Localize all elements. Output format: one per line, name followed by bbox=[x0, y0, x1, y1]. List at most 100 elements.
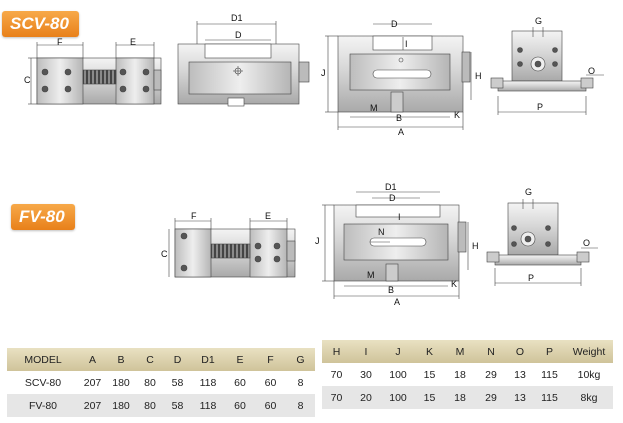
table-header-row: H I J K M N O P Weight bbox=[322, 340, 613, 363]
table-header-cell: MODEL bbox=[7, 348, 79, 371]
table-cell: 8kg bbox=[565, 386, 613, 409]
table-cell: 60 bbox=[255, 394, 286, 417]
table-header-cell: D1 bbox=[191, 348, 225, 371]
table-cell: 8 bbox=[286, 371, 315, 394]
table-cell: 15 bbox=[415, 363, 444, 386]
dim-label-o: O bbox=[583, 238, 591, 248]
table-cell: 60 bbox=[225, 371, 255, 394]
dim-label-f: F bbox=[57, 37, 63, 47]
dim-label-m: M bbox=[367, 270, 375, 280]
table-cell: 60 bbox=[255, 371, 286, 394]
table-row: FV-80 207 180 80 58 118 60 60 8 bbox=[7, 394, 315, 417]
dim-label-h: H bbox=[475, 71, 482, 81]
table-cell: 15 bbox=[415, 386, 444, 409]
table-header-cell: I bbox=[351, 340, 381, 363]
fv80-end-view bbox=[486, 199, 598, 286]
dim-label-p: P bbox=[528, 273, 535, 283]
dim-label-d: D bbox=[389, 193, 396, 203]
table-cell: 180 bbox=[106, 371, 136, 394]
table-cell: 18 bbox=[444, 363, 476, 386]
table-header-cell: F bbox=[255, 348, 286, 371]
table-header-cell: O bbox=[506, 340, 534, 363]
table-header-cell: C bbox=[136, 348, 164, 371]
dim-label-b: B bbox=[388, 285, 395, 295]
table-cell: FV-80 bbox=[7, 394, 79, 417]
table-cell: 118 bbox=[191, 394, 225, 417]
dim-label-g: G bbox=[525, 187, 533, 197]
table-cell: 70 bbox=[322, 363, 351, 386]
table-cell: 58 bbox=[164, 371, 191, 394]
model-badge-fv80: FV-80 bbox=[11, 204, 75, 230]
dim-label-m: M bbox=[370, 103, 378, 113]
table-cell: 58 bbox=[164, 394, 191, 417]
table-cell: 29 bbox=[476, 386, 506, 409]
dim-label-d1: D1 bbox=[385, 182, 397, 192]
dim-label-j: J bbox=[315, 236, 320, 246]
dim-label-a: A bbox=[394, 297, 401, 307]
table-row: 70 30 100 15 18 29 13 115 10kg bbox=[322, 363, 613, 386]
dim-label-g: G bbox=[535, 16, 543, 26]
table-cell: 100 bbox=[381, 386, 415, 409]
table-cell: 207 bbox=[79, 394, 106, 417]
scv80-top-view bbox=[28, 42, 162, 105]
table-header-cell: E bbox=[225, 348, 255, 371]
scv80-side-view bbox=[325, 23, 472, 130]
dim-label-a: A bbox=[398, 127, 405, 137]
table-cell: SCV-80 bbox=[7, 371, 79, 394]
dim-label-o: O bbox=[588, 66, 596, 76]
table-header-cell: M bbox=[444, 340, 476, 363]
table-header-cell: J bbox=[381, 340, 415, 363]
table-header-cell: N bbox=[476, 340, 506, 363]
table-cell: 30 bbox=[351, 363, 381, 386]
dim-label-p: P bbox=[537, 102, 544, 112]
dim-label-k: K bbox=[454, 110, 461, 120]
dim-label-d: D bbox=[391, 19, 398, 29]
dim-label-e: E bbox=[265, 211, 272, 221]
table-cell: 70 bbox=[322, 386, 351, 409]
dim-label-b: B bbox=[396, 113, 403, 123]
dim-label-d: D bbox=[235, 30, 242, 40]
table-cell: 180 bbox=[106, 394, 136, 417]
table-header-cell: B bbox=[106, 348, 136, 371]
table-cell: 8 bbox=[286, 394, 315, 417]
table-header-cell: P bbox=[534, 340, 565, 363]
dim-label-j: J bbox=[321, 68, 326, 78]
table-cell: 115 bbox=[534, 386, 565, 409]
table-header-cell: Weight bbox=[565, 340, 613, 363]
table-cell: 20 bbox=[351, 386, 381, 409]
table-cell: 13 bbox=[506, 386, 534, 409]
dim-label-i: I bbox=[398, 212, 401, 222]
dim-label-n: N bbox=[378, 227, 385, 237]
dim-label-h: H bbox=[472, 241, 479, 251]
dim-label-e: E bbox=[130, 37, 137, 47]
dim-label-k: K bbox=[451, 279, 458, 289]
table-cell: 29 bbox=[476, 363, 506, 386]
dim-label-f: F bbox=[191, 211, 197, 221]
table-header-cell: K bbox=[415, 340, 444, 363]
spec-table-left: MODEL A B C D D1 E F G SCV-80 207 180 80… bbox=[7, 348, 315, 417]
table-cell: 115 bbox=[534, 363, 565, 386]
table-cell: 13 bbox=[506, 363, 534, 386]
table-row: 70 20 100 15 18 29 13 115 8kg bbox=[322, 386, 613, 409]
table-header-cell: D bbox=[164, 348, 191, 371]
table-cell: 80 bbox=[136, 371, 164, 394]
dim-label-c: C bbox=[24, 75, 31, 85]
scv80-front-view bbox=[177, 21, 310, 107]
table-cell: 60 bbox=[225, 394, 255, 417]
technical-drawings bbox=[28, 21, 604, 299]
fv80-side-view bbox=[322, 191, 469, 299]
spec-table-right: H I J K M N O P Weight 70 30 100 15 18 2… bbox=[322, 340, 613, 409]
fv80-top-view bbox=[168, 218, 296, 278]
table-header-cell: G bbox=[286, 348, 315, 371]
table-cell: 10kg bbox=[565, 363, 613, 386]
dim-label-c: C bbox=[161, 249, 168, 259]
table-row: SCV-80 207 180 80 58 118 60 60 8 bbox=[7, 371, 315, 394]
dim-label-i: I bbox=[405, 39, 408, 49]
dim-label-d1: D1 bbox=[231, 13, 243, 23]
table-cell: 80 bbox=[136, 394, 164, 417]
table-header-cell: A bbox=[79, 348, 106, 371]
model-badge-scv80: SCV-80 bbox=[2, 11, 79, 37]
table-cell: 207 bbox=[79, 371, 106, 394]
table-cell: 18 bbox=[444, 386, 476, 409]
table-cell: 118 bbox=[191, 371, 225, 394]
